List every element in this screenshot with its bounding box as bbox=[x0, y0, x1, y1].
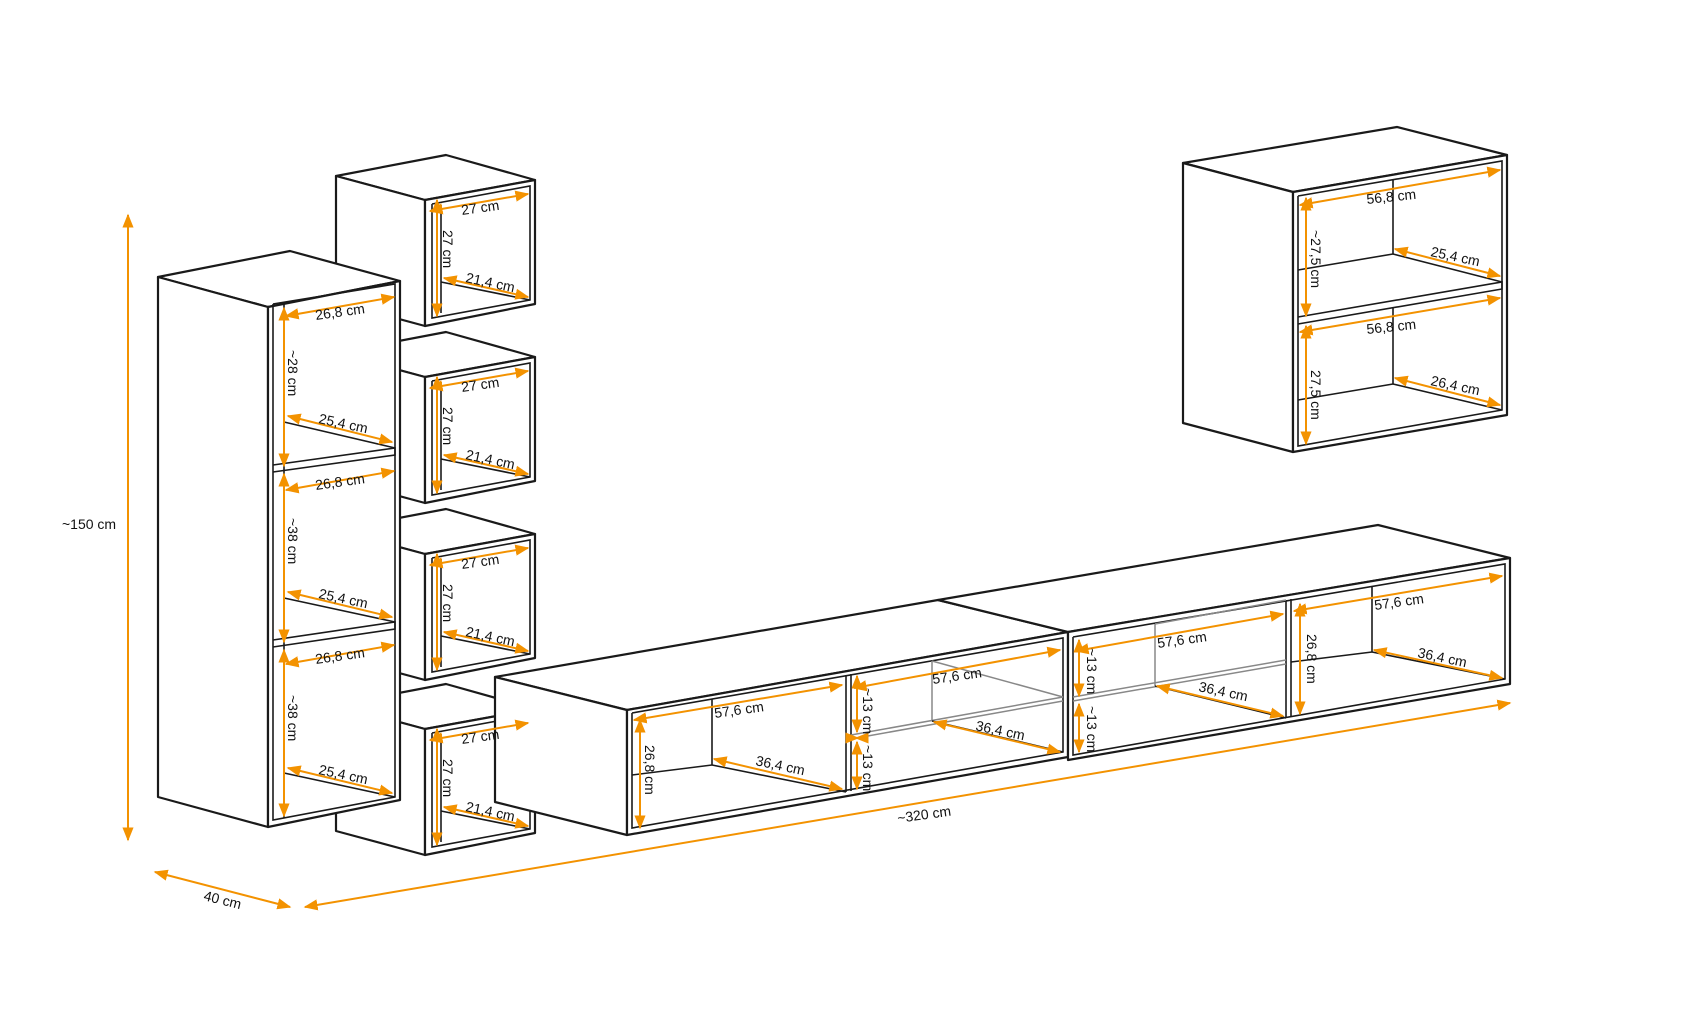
cabinet-height-1: ~27,5 cm bbox=[1308, 230, 1324, 288]
wall-cabinet bbox=[1181, 125, 1509, 454]
overall-depth-label: 40 cm bbox=[202, 887, 243, 912]
cube-1-height: 27 cm bbox=[440, 230, 456, 268]
tall-column bbox=[156, 249, 402, 829]
cube-2-height: 27 cm bbox=[440, 407, 456, 445]
column-height-1: ~28 cm bbox=[285, 350, 301, 396]
lowboard-left-open-width: 57,6 cm bbox=[713, 698, 765, 721]
cube-4-width: 27 cm bbox=[460, 726, 500, 747]
cube-1-width: 27 cm bbox=[460, 197, 500, 218]
column-width-1: 26,8 cm bbox=[314, 300, 366, 323]
cabinet-width-2: 56,8 cm bbox=[1366, 316, 1417, 337]
column-width-2: 26,8 cm bbox=[314, 470, 366, 493]
lowboard-left-glass-width: 57,6 cm bbox=[931, 664, 983, 687]
lowboard-right-glass-bottom-height: ~13 cm bbox=[1084, 706, 1100, 752]
column-height-3: ~38 cm bbox=[285, 695, 301, 741]
lowboard-right-open-height: 26,8 cm bbox=[1304, 634, 1320, 684]
lowboard-right-open-width: 57,6 cm bbox=[1373, 590, 1425, 613]
cube-3-width: 27 cm bbox=[460, 551, 500, 572]
overall-height-label: ~150 cm bbox=[62, 516, 116, 532]
lowboard-right-glass-top-height: ~13 cm bbox=[1084, 648, 1100, 694]
cube-2-width: 27 cm bbox=[460, 374, 500, 395]
cube-4-height: 27 cm bbox=[440, 759, 456, 797]
cube-3-height: 27 cm bbox=[440, 584, 456, 622]
lowboard-right-glass-width: 57,6 cm bbox=[1156, 628, 1208, 651]
column-width-3: 26,8 cm bbox=[314, 644, 366, 667]
lowboard-left-glass-bottom-height: ~13 cm bbox=[860, 745, 876, 791]
cabinet-height-2: 27,5 cm bbox=[1308, 370, 1324, 420]
lowboard-left-open-height: 26,8 cm bbox=[642, 745, 658, 795]
column-height-2: ~38 cm bbox=[285, 518, 301, 564]
cabinet-width-1: 56,8 cm bbox=[1366, 186, 1417, 207]
overall-width-label: ~320 cm bbox=[896, 803, 952, 826]
dimension-arrows bbox=[122, 166, 1512, 911]
lowboard-left-glass-top-height: ~13 cm bbox=[860, 688, 876, 734]
